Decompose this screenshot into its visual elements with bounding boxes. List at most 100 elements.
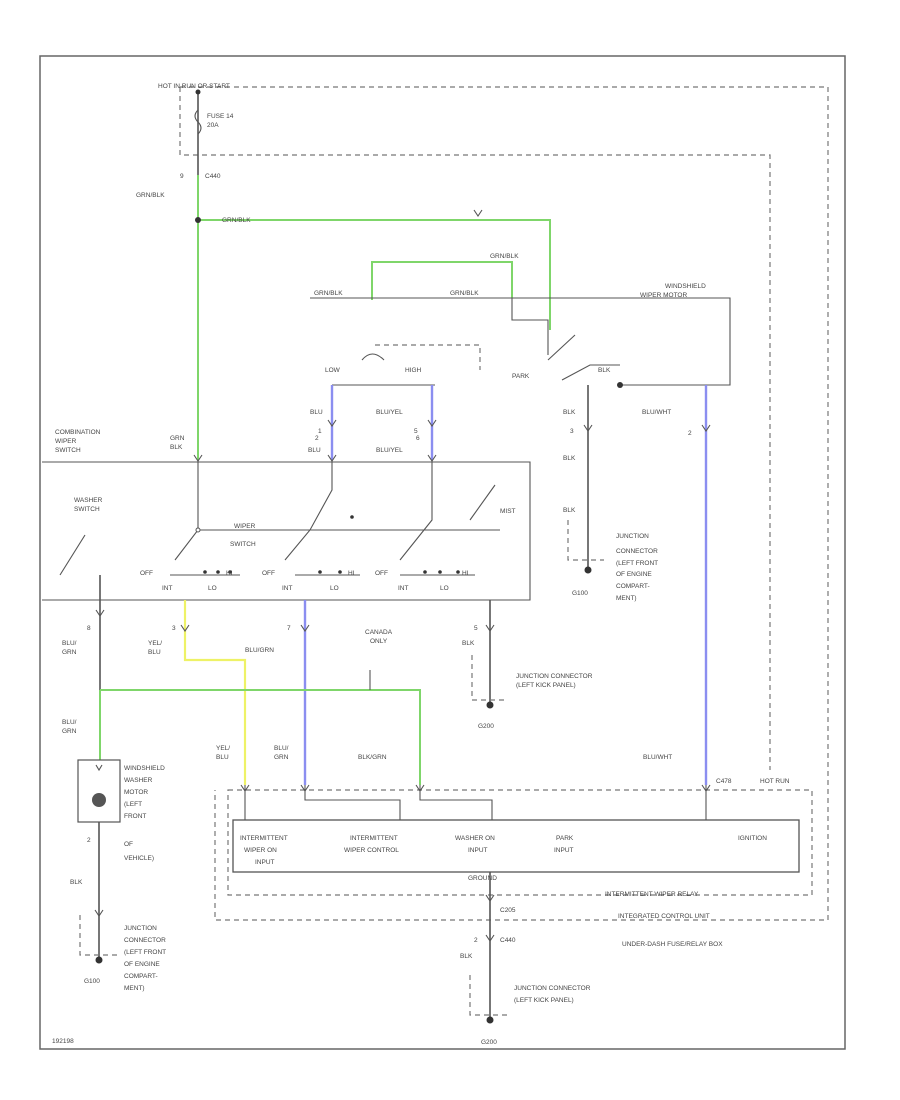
label-relay-ignition: IGNITION <box>738 835 767 842</box>
motor-switch-outline <box>375 344 481 370</box>
label-g100-motor: G100 <box>572 590 588 597</box>
label-wire-grn-blk-5: GRN/BLK <box>450 290 479 297</box>
label-relay-int-wiper-ctrl-1: INTERMITTENT <box>350 835 398 842</box>
label-jc-engine-motor-5: COMPART- <box>616 583 650 590</box>
mist-switch-line <box>469 484 496 521</box>
label-lo-2: LO <box>330 585 339 592</box>
motor-ground-dot <box>584 566 592 574</box>
motor-park-switch <box>547 334 576 361</box>
label-jc-kick-bottom-2: (LEFT KICK PANEL) <box>514 997 574 1004</box>
wire-grn-blk-upper <box>310 297 731 386</box>
label-jc-engine-wm-4: OF ENGINE <box>124 961 160 968</box>
label-canada-2: ONLY <box>370 638 388 645</box>
label-pin-3-motor: 3 <box>570 428 574 435</box>
label-jc-engine-motor-1: JUNCTION <box>616 533 649 540</box>
wire-yel-blu-sw <box>183 600 247 785</box>
label-blu-wht: BLU/WHT <box>642 409 671 416</box>
label-junction-kick-2: (LEFT KICK PANEL) <box>516 682 576 689</box>
label-washer-motor-5: FRONT <box>124 813 146 820</box>
label-relay-int-wiper-ctrl-2: WIPER CONTROL <box>344 847 399 854</box>
label-pin-top: 9 <box>180 173 184 180</box>
label-jc-engine-wm-5: COMPART- <box>124 973 158 980</box>
label-pin-2-sw: 2 <box>315 435 319 442</box>
label-yel-blu-2: BLU <box>148 649 161 656</box>
label-code: 192198 <box>52 1038 74 1045</box>
label-g200-bottom: G200 <box>481 1039 497 1046</box>
label-jc-engine-wm-3: (LEFT FRONT <box>124 949 166 956</box>
label-pin-2-motor: 2 <box>688 430 692 437</box>
label-hot-in-run: HOT IN RUN OR START <box>158 83 230 90</box>
label-pin-3-sw: 3 <box>172 625 176 632</box>
label-wire-grn-blk: GRN/BLK <box>136 192 165 199</box>
label-pin-5-sw: 5 <box>474 625 478 632</box>
label-wiper-switch-1: WIPER <box>234 523 256 530</box>
wire-green-canada <box>100 689 421 785</box>
label-g200-sw: G200 <box>478 723 494 730</box>
label-blu-wht-r: BLU/WHT <box>643 754 672 761</box>
label-blk-motor-ground-2: BLK <box>563 507 576 514</box>
label-washer-motor-1: WINDSHIELD <box>124 765 165 772</box>
label-relay-int-wiper-on-3: INPUT <box>255 859 275 866</box>
label-hot-run-right: HOT RUN <box>760 778 790 785</box>
label-relay-washer-on-2: INPUT <box>468 847 488 854</box>
label-c440-bottom: C440 <box>500 937 516 944</box>
relay-box-outline <box>227 789 813 896</box>
label-washer-motor-3: MOTOR <box>124 789 148 796</box>
wiper-switch-line-1 <box>174 460 199 561</box>
label-lo-1: LO <box>208 585 217 592</box>
label-junction-kick-1: JUNCTION CONNECTOR <box>516 673 593 680</box>
label-lo-3: LO <box>440 585 449 592</box>
connector-markers <box>94 209 711 942</box>
label-blk-sw: BLK <box>462 640 475 647</box>
relay-ground-dot <box>486 1016 494 1024</box>
label-blu-sw: BLU <box>308 447 321 454</box>
label-hi-2: HI <box>348 570 355 577</box>
label-blk-motor: BLK <box>563 409 576 416</box>
label-pin-1: 1 <box>318 428 322 435</box>
label-jc-engine-wm-1: JUNCTION <box>124 925 157 932</box>
label-mist: MIST <box>500 508 516 515</box>
sw-ground-bracket <box>471 655 508 701</box>
label-blk-park: BLK <box>598 367 611 374</box>
label-washer-motor-6: OF <box>124 841 133 848</box>
label-wire-grn-blk-2: GRN/BLK <box>222 217 251 224</box>
wiper-switch-line-3 <box>399 460 433 561</box>
label-motor-title-1: WINDSHIELD <box>665 283 706 290</box>
label-c205: C205 <box>500 907 516 914</box>
label-hi-1: HI <box>226 570 233 577</box>
label-grn-blk-sw-2: BLK <box>170 444 183 451</box>
label-blu-grn-a-2: GRN <box>62 649 77 656</box>
label-pin-8: 8 <box>87 625 91 632</box>
label-g100-wm: G100 <box>84 978 100 985</box>
relay-ground-bracket <box>469 975 508 1016</box>
label-yel-blu-1: YEL/ <box>148 640 162 647</box>
label-int-3: INT <box>398 585 409 592</box>
label-low: LOW <box>325 367 341 374</box>
label-ground: GROUND <box>468 875 497 882</box>
label-blu-grn-r-2: GRN <box>274 754 289 761</box>
label-fuse-amp: 20A <box>207 122 219 129</box>
label-int-wiper-relay: INTERMITTENT WIPER RELAY <box>605 891 699 898</box>
fuse-symbol <box>194 109 202 135</box>
washer-switch-lever <box>59 534 86 576</box>
label-relay-park-2: INPUT <box>554 847 574 854</box>
label-int-2: INT <box>282 585 293 592</box>
label-yel-blu-r-1: YEL/ <box>216 745 230 752</box>
washer-motor-symbol <box>92 793 106 807</box>
label-hi-3: HI <box>462 570 469 577</box>
label-relay-park-1: PARK <box>556 835 574 842</box>
label-blu-grn-b: BLU/GRN <box>245 647 274 654</box>
label-underdash-box: UNDER-DASH FUSE/RELAY BOX <box>622 941 723 948</box>
label-off-2: OFF <box>262 570 275 577</box>
label-relay-int-wiper-on-1: INTERMITTENT <box>240 835 288 842</box>
label-fuse: FUSE 14 <box>207 113 234 120</box>
switch-contacts <box>195 382 623 574</box>
label-blu-grn-a-1: BLU/ <box>62 640 77 647</box>
label-high: HIGH <box>405 367 422 374</box>
label-pin-7: 7 <box>287 625 291 632</box>
label-washer-switch-1: WASHER <box>74 497 103 504</box>
wire-grn-blk-top <box>198 219 551 330</box>
fuse-box-outline <box>179 87 771 770</box>
washer-ground-dot <box>95 956 103 964</box>
label-off-1: OFF <box>140 570 153 577</box>
